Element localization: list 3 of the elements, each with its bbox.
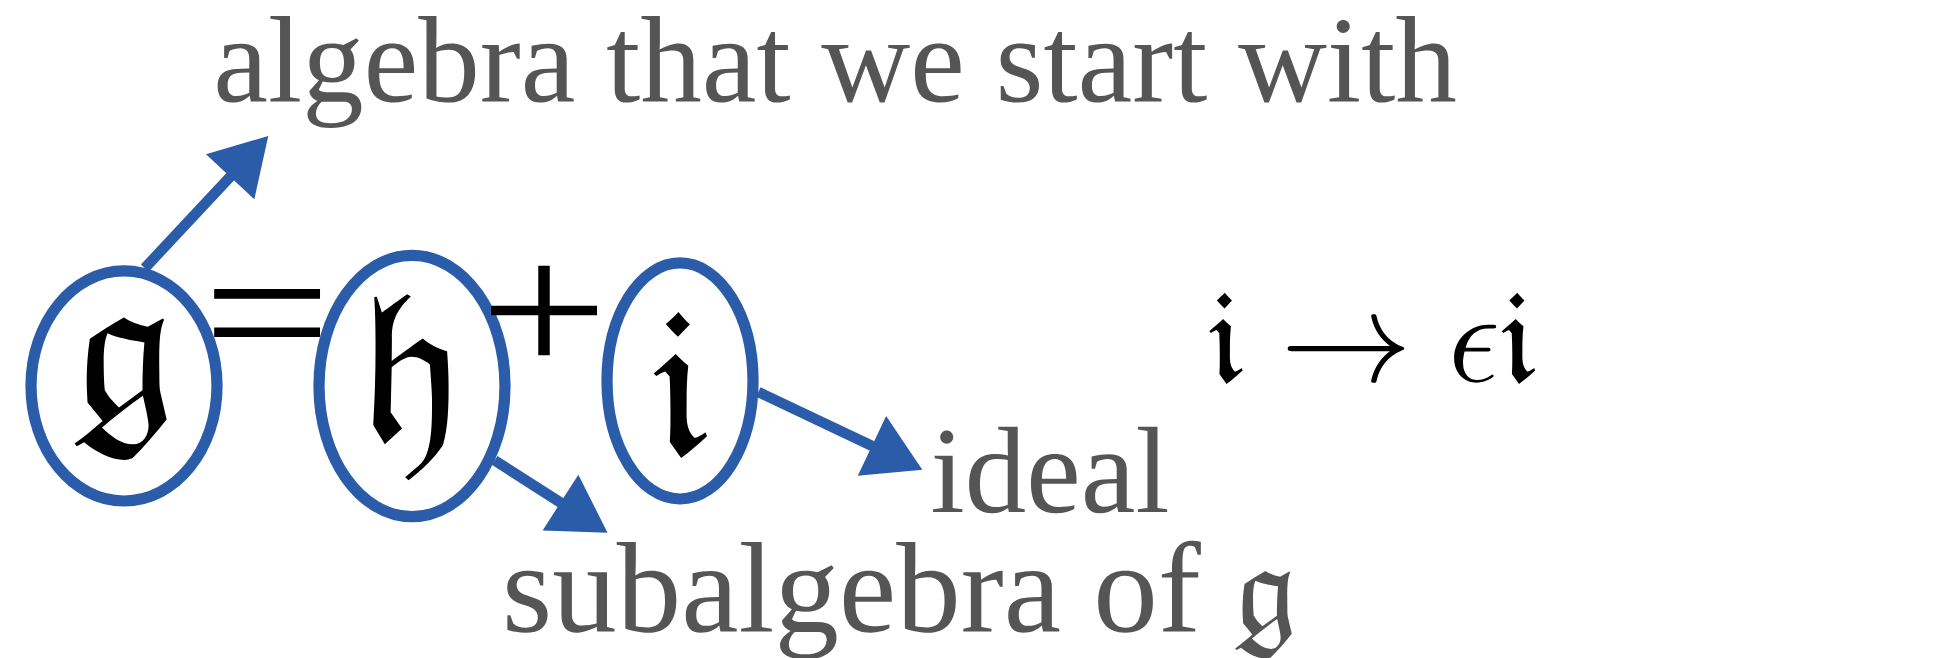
annotation-text: ideal (933, 426, 1168, 514)
formula: $\mathfrak{i} \to \epsilon\mathfrak{i}$ (1209, 292, 1536, 385)
annotation-text: algebra that we start with (217, 16, 1456, 128)
